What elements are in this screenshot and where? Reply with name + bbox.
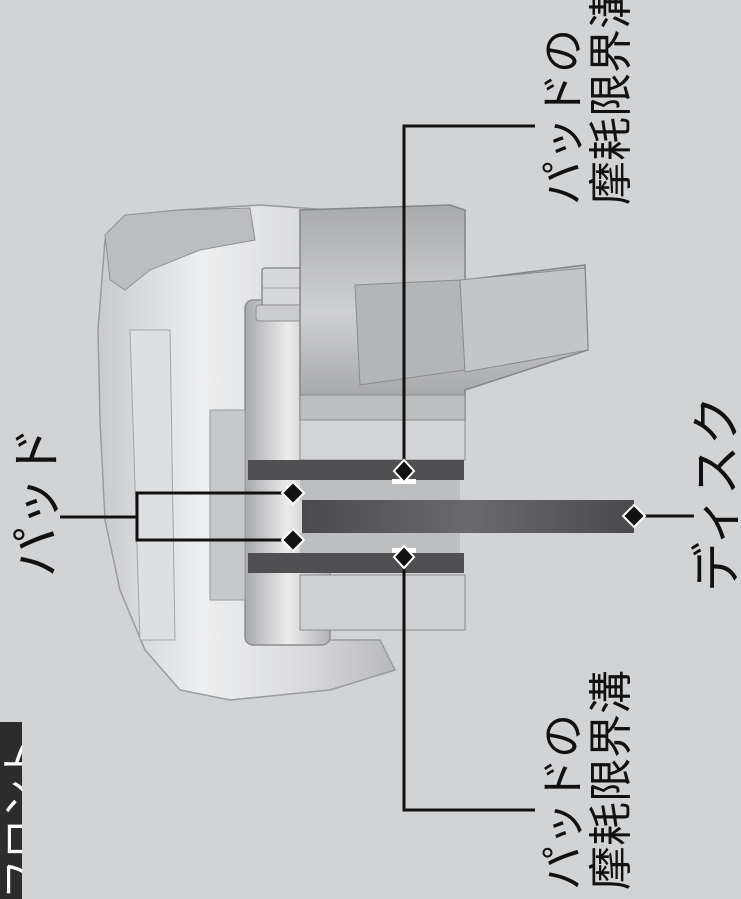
leader-pad-bracket (135, 491, 292, 542)
brake-pad-lower (248, 553, 464, 573)
caliper-upper-arm (104, 207, 256, 291)
label-wear-groove-bottom: パッドの 摩耗限界溝 (538, 670, 638, 890)
label-wear-groove-bottom-line1: パッドの (538, 714, 589, 890)
diamond-disc (621, 503, 647, 529)
diamond-pad-upper (280, 480, 306, 506)
leader-lines (60, 124, 694, 812)
pad-backing-upper (300, 480, 460, 500)
label-pad: パッド (8, 427, 66, 577)
label-wear-groove-top: パッドの 摩耗限界溝 (538, 0, 638, 205)
mounting-bracket (299, 204, 589, 631)
leader-wear-groove-top (402, 124, 535, 470)
label-disc: ディスク (688, 395, 741, 593)
diamond-wear-groove-bottom (392, 544, 416, 570)
section-tab: フロント (0, 722, 22, 899)
label-wear-groove-top-line2: 摩耗限界溝 (586, 0, 638, 205)
brake-disc (302, 500, 634, 533)
diamond-markers (280, 458, 647, 570)
label-wear-groove-top-line1: パッドの (538, 29, 589, 205)
label-wear-groove-bottom-line2: 摩耗限界溝 (586, 670, 638, 890)
brake-pad-upper (248, 460, 464, 480)
leader-wear-groove-bottom (402, 557, 535, 812)
diamond-wear-groove-top (392, 458, 416, 484)
pad-backing-lower (300, 533, 460, 553)
diamond-pad-lower (280, 527, 306, 553)
section-tab-text: フロント (0, 739, 22, 899)
